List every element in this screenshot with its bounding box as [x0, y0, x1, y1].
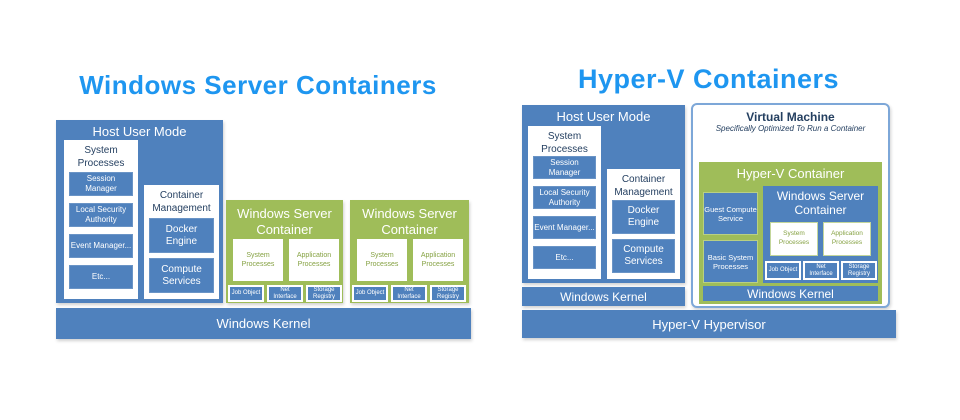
system-processes-title: System Processes	[77, 145, 125, 169]
net-interface-box: Net Interface	[267, 285, 303, 302]
right-diagram: Hyper-V Containers Host User Mode System…	[480, 0, 960, 420]
system-processes-box: System Processes Session Manager Local S…	[528, 126, 601, 279]
container-management-box: Container Management Docker Engine Compu…	[144, 185, 219, 299]
application-processes-box: Application Processes	[289, 239, 339, 281]
windows-kernel-bar: Windows Kernel	[522, 287, 685, 306]
container-title: Windows Server Container	[237, 206, 332, 237]
compute-services-box: Compute Services	[149, 258, 214, 293]
windows-server-container-box: Windows Server Container System Processe…	[350, 200, 469, 303]
virtual-machine-subtitle: Specifically Optimized To Run a Containe…	[715, 124, 866, 133]
storage-registry-box: Storage Registry	[841, 261, 877, 280]
process-item-etc: Etc...	[533, 246, 596, 269]
hyper-v-container-box: Hyper-V Container Guest Compute Service …	[699, 162, 882, 304]
windows-kernel-bar: Windows Kernel	[703, 286, 878, 301]
application-processes-box: Application Processes	[823, 222, 871, 256]
left-diagram: Windows Server Containers Host User Mode…	[56, 70, 471, 339]
process-item-etc: Etc...	[69, 265, 133, 289]
system-processes-box: System Processes	[770, 222, 818, 256]
compute-services-box: Compute Services	[612, 239, 675, 273]
process-item-session-manager: Session Manager	[533, 156, 596, 179]
system-processes-box: System Processes	[357, 239, 407, 281]
guest-compute-service-box: Guest Compute Service	[703, 192, 758, 235]
process-item-event-manager: Event Manager...	[533, 216, 596, 239]
storage-registry-box: Storage Registry	[306, 285, 342, 302]
basic-system-processes-box: Basic System Processes	[703, 240, 758, 283]
left-diagram-title: Windows Server Containers	[79, 70, 437, 100]
virtual-machine-box: Virtual Machine Specifically Optimized T…	[691, 103, 890, 308]
host-user-mode-title: Host User Mode	[92, 124, 187, 139]
job-object-box: Job Object	[352, 285, 388, 302]
virtual-machine-title: Virtual Machine	[746, 110, 835, 124]
hyper-v-container-title: Hyper-V Container	[736, 166, 845, 181]
net-interface-box: Net Interface	[803, 261, 839, 280]
storage-registry-box: Storage Registry	[430, 285, 466, 302]
docker-engine-box: Docker Engine	[612, 200, 675, 234]
container-management-box: Container Management Docker Engine Compu…	[607, 169, 680, 279]
process-item-local-security-authority: Local Security Authority	[533, 186, 596, 209]
net-interface-box: Net Interface	[391, 285, 427, 302]
hyper-v-hypervisor-bar: Hyper-V Hypervisor	[522, 310, 896, 338]
windows-server-container-box: Windows Server Container System Processe…	[226, 200, 343, 303]
host-user-mode-box: Host User Mode System Processes Session …	[522, 105, 685, 283]
system-processes-title: System Processes	[541, 131, 588, 155]
process-item-session-manager: Session Manager	[69, 172, 133, 196]
process-item-local-security-authority: Local Security Authority	[69, 203, 133, 227]
container-title: Windows Server Container	[776, 189, 865, 218]
application-processes-box: Application Processes	[413, 239, 463, 281]
system-processes-box: System Processes Session Manager Local S…	[64, 140, 138, 299]
windows-kernel-bar: Windows Kernel	[56, 308, 471, 339]
process-item-event-manager: Event Manager...	[69, 234, 133, 258]
container-management-title: Container Management	[152, 190, 211, 214]
job-object-box: Job Object	[228, 285, 264, 302]
container-title: Windows Server Container	[362, 206, 457, 237]
container-management-title: Container Management	[614, 174, 673, 198]
host-user-mode-box: Host User Mode System Processes Session …	[56, 120, 223, 303]
host-user-mode-title: Host User Mode	[556, 109, 651, 124]
docker-engine-box: Docker Engine	[149, 218, 214, 253]
right-diagram-title: Hyper-V Containers	[577, 64, 840, 94]
system-processes-box: System Processes	[233, 239, 283, 281]
windows-server-container-box: Windows Server Container System Processe…	[763, 186, 878, 283]
job-object-box: Job Object	[765, 261, 801, 280]
